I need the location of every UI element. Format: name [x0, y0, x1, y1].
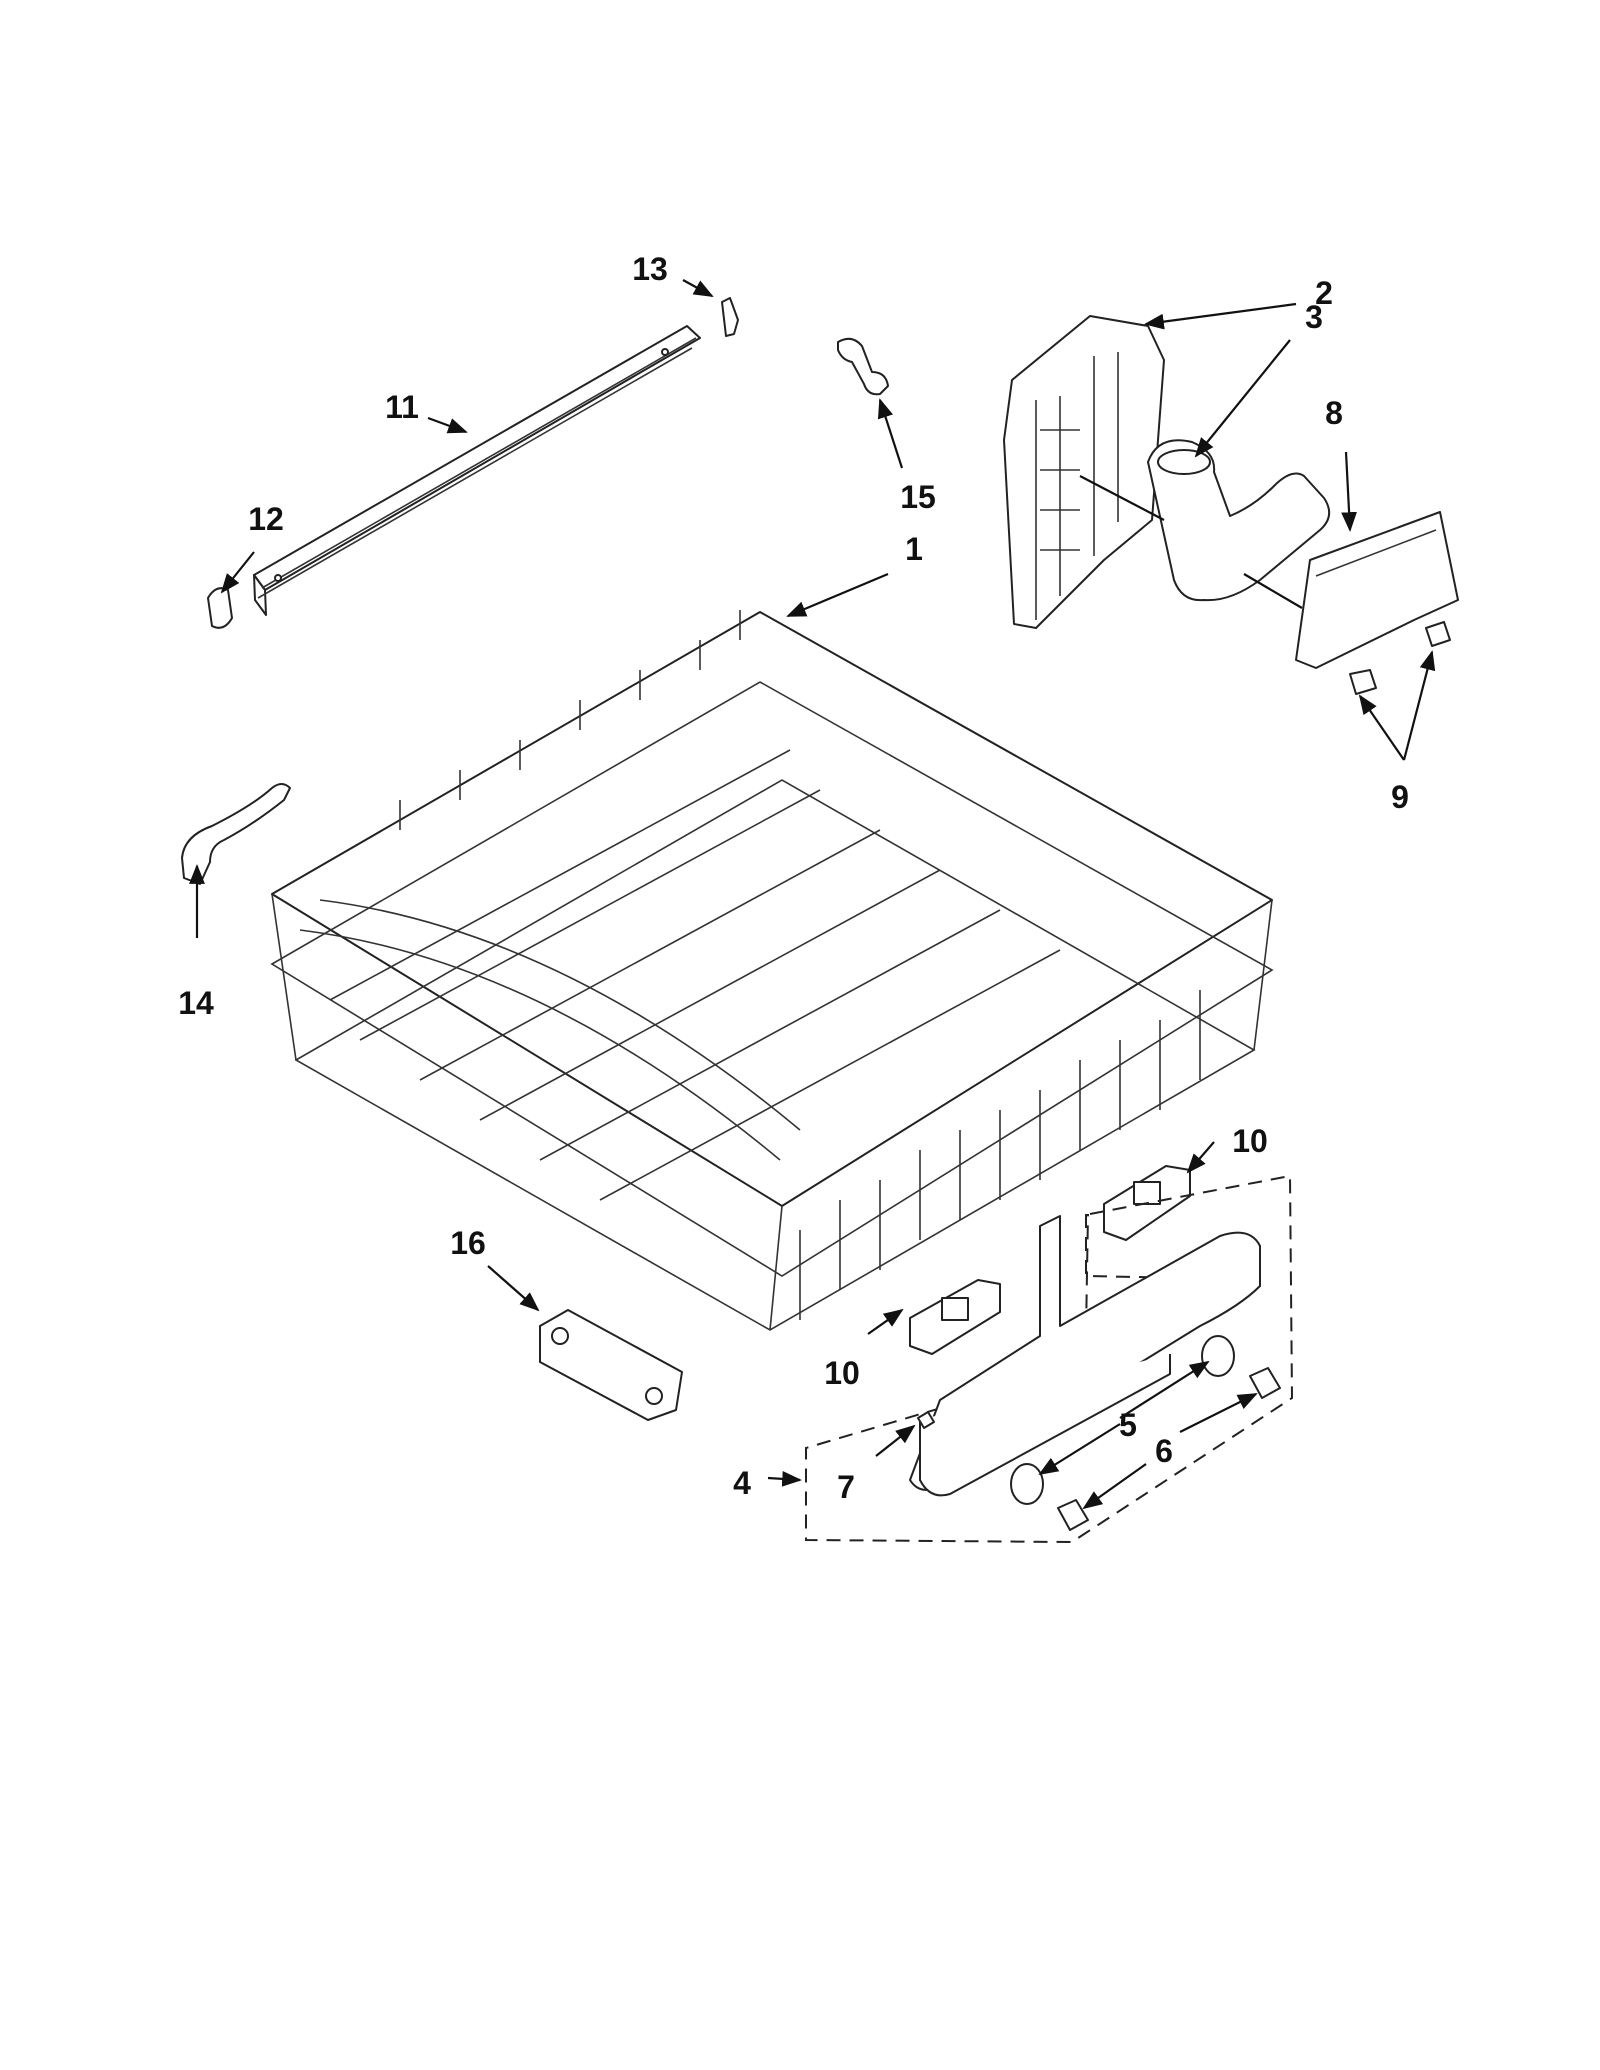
- leader-12: [220, 551, 255, 594]
- callout-5: 5: [1119, 1407, 1137, 1443]
- callout-9: 9: [1391, 779, 1409, 815]
- leader-15: [877, 398, 904, 469]
- callout-13: 13: [632, 251, 668, 287]
- clip-part-14: [181, 783, 291, 885]
- dish-rack-part-1: [270, 610, 1274, 1331]
- axles-part-6: [1057, 1367, 1281, 1531]
- rail-part-11: [253, 325, 701, 616]
- leader-10a: [1186, 1141, 1215, 1174]
- callout-16: 16: [450, 1225, 486, 1261]
- callout-14: 14: [178, 985, 214, 1021]
- manifold-part-2: [1003, 315, 1165, 629]
- callout-2: 2: [1315, 275, 1333, 311]
- callout-15: 15: [900, 479, 936, 515]
- leader-5b: [1038, 1423, 1121, 1476]
- clip-part-15: [837, 337, 889, 396]
- leader-13: [682, 279, 714, 297]
- callout-6: 6: [1155, 1433, 1173, 1469]
- callout-10-lower: 10: [824, 1355, 860, 1391]
- leader-1: [786, 572, 889, 618]
- leader-8b: [1243, 573, 1303, 609]
- screws-part-9: [1349, 621, 1451, 695]
- wheels-part-5: [1010, 1335, 1235, 1505]
- callout-7: 7: [837, 1469, 855, 1505]
- bracket-part-16: [539, 1309, 683, 1421]
- leader-lines: [189, 279, 1436, 1510]
- leader-6a: [1179, 1393, 1258, 1433]
- end-cap-part-12: [207, 587, 233, 629]
- leader-5a: [1119, 1360, 1210, 1419]
- callout-1: 1: [905, 531, 923, 567]
- rail-assembly-part-4: [805, 1174, 1294, 1544]
- pin-part-7: [917, 1411, 935, 1429]
- leader-4: [767, 1470, 802, 1487]
- leader-3b: [1079, 475, 1165, 521]
- clip-part-13: [721, 297, 739, 337]
- callout-10-upper: 10: [1232, 1123, 1268, 1159]
- leader-6b: [1082, 1463, 1147, 1510]
- callout-8: 8: [1325, 395, 1343, 431]
- leader-2: [1144, 302, 1297, 330]
- callout-12: 12: [248, 501, 284, 537]
- leader-7: [875, 1424, 916, 1457]
- callout-labels: 1 2 3 4 5 6 7 8 9 10 10 11 12 13 14 15 1…: [178, 251, 1409, 1505]
- callout-3: 3: [1305, 299, 1323, 335]
- leader-3: [1194, 339, 1291, 458]
- callout-11: 11: [385, 389, 419, 425]
- leader-16: [487, 1265, 540, 1312]
- leader-10b: [867, 1308, 904, 1335]
- leader-8: [1341, 451, 1357, 532]
- leader-9a: [1358, 694, 1405, 761]
- cover-part-8: [1295, 511, 1459, 669]
- leader-11: [427, 416, 468, 434]
- callout-4: 4: [733, 1465, 751, 1501]
- leader-9b: [1402, 650, 1436, 761]
- nozzle-part-3: [1147, 439, 1331, 602]
- clip-part-10-lower: [909, 1279, 1001, 1355]
